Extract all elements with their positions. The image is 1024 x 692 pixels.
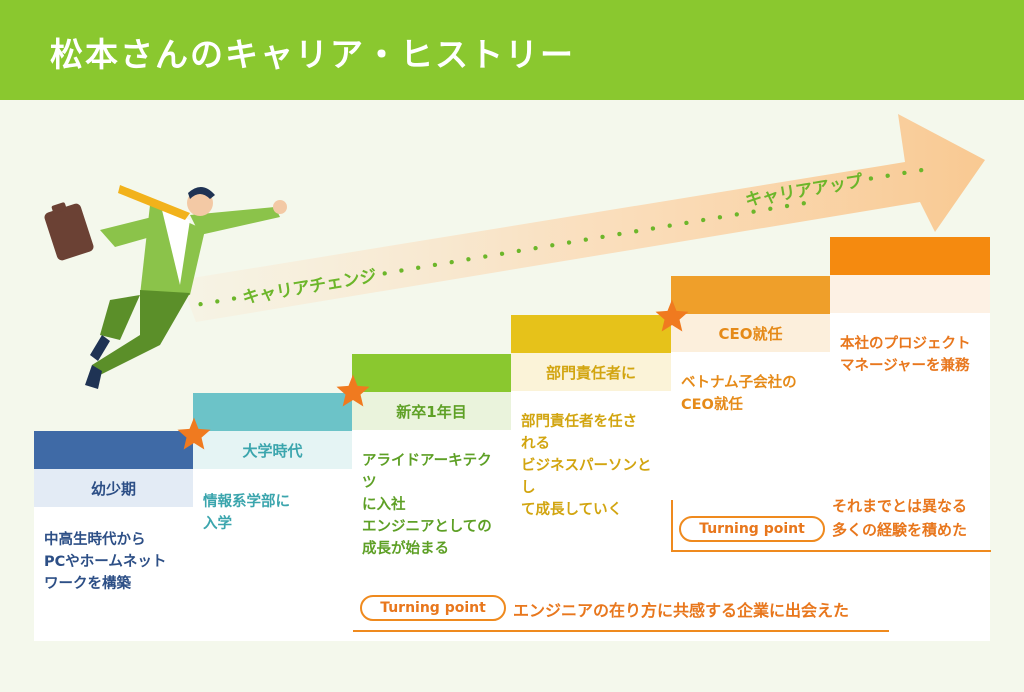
stage-bar <box>352 354 511 392</box>
turning-point-bracket <box>671 500 991 552</box>
stage-description: 中高生時代から PCやホームネット ワークを構築 <box>44 532 167 592</box>
header-banner: 松本さんのキャリア・ヒストリー <box>0 0 1024 100</box>
stage-label: 大学時代 <box>193 431 352 469</box>
stage-bar <box>193 393 352 431</box>
stage-university: 大学時代 情報系学部に 入学 <box>193 393 352 641</box>
page-title: 松本さんのキャリア・ヒストリー <box>50 35 575 74</box>
businessman-illustration <box>44 185 287 389</box>
arrow-body <box>180 114 985 322</box>
star-icon <box>336 374 370 407</box>
stage-label <box>830 275 990 313</box>
stage-description: 情報系学部に 入学 <box>203 494 290 532</box>
stage-bar <box>671 276 830 314</box>
stage-description: 本社のプロジェクト マネージャーを兼務 <box>840 336 971 374</box>
stage-ceo: CEO就任 ベトナム子会社の CEO就任 <box>671 276 830 641</box>
stage-label: 部門責任者に <box>511 353 671 391</box>
stage-bar <box>830 237 990 275</box>
star-icon <box>177 417 211 450</box>
stage-label: CEO就任 <box>671 314 830 352</box>
stage-new-graduate: 新卒1年目 アライドアーキテクツ に入社 エンジニアとしての 成長が始まる <box>352 354 511 641</box>
stage-description: アライドアーキテクツ に入社 エンジニアとしての 成長が始まる <box>362 453 492 557</box>
star-icon <box>655 299 689 332</box>
stage-bar <box>34 431 193 469</box>
stage-label: 新卒1年目 <box>352 392 511 430</box>
stage-project-manager: 本社のプロジェクト マネージャーを兼務 <box>830 237 990 641</box>
turning-point-text: エンジニアの在り方に共感する企業に出会えた <box>513 601 850 620</box>
stage-bar <box>511 315 671 353</box>
stage-description: 部門責任者を任さ れる ビジネスパーソンとし て成長していく <box>521 414 652 518</box>
turning-point-note: それまでとは異なる 多くの経験を積めた <box>832 497 968 539</box>
turning-point-badge: Turning point <box>679 516 825 542</box>
turning-point-badge: Turning point <box>360 595 506 621</box>
stage-department-head: 部門責任者に 部門責任者を任さ れる ビジネスパーソンとし て成長していく <box>511 315 671 641</box>
stage-label: 幼少期 <box>34 469 193 507</box>
stage-childhood: 幼少期 中高生時代から PCやホームネット ワークを構築 <box>34 431 193 641</box>
stage-description: ベトナム子会社の CEO就任 <box>681 375 797 413</box>
turning-point-bracket <box>353 590 889 632</box>
